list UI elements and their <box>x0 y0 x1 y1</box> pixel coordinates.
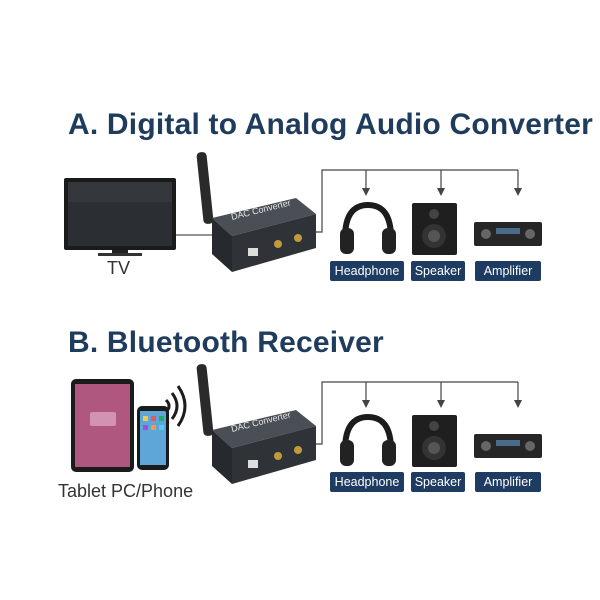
headphone-icon <box>340 417 396 466</box>
tv-icon <box>64 178 176 256</box>
tablet-phone-label: Tablet PC/Phone <box>58 481 193 502</box>
tv-label: TV <box>107 258 130 279</box>
tablet-icon <box>71 379 134 472</box>
speaker-badge: Speaker <box>411 472 465 492</box>
amplifier-icon <box>474 222 542 246</box>
section-a: A. Digital to Analog Audio Converter DAC… <box>0 0 600 300</box>
arrow-heads <box>362 188 522 196</box>
headphone-badge: Headphone <box>330 472 404 492</box>
speaker-icon <box>412 415 457 467</box>
headphone-icon <box>340 205 396 254</box>
section-b-diagram: DAC Converter <box>0 300 600 600</box>
amplifier-badge: Amplifier <box>475 261 541 281</box>
amplifier-icon <box>474 434 542 458</box>
section-a-diagram: DAC Converter <box>0 0 600 300</box>
headphone-badge: Headphone <box>330 261 404 281</box>
section-b: B. Bluetooth Receiver <box>0 300 600 600</box>
amplifier-badge: Amplifier <box>475 472 541 492</box>
arrow-heads <box>362 400 522 408</box>
phone-icon <box>137 406 169 470</box>
speaker-icon <box>412 203 457 255</box>
speaker-badge: Speaker <box>411 261 465 281</box>
